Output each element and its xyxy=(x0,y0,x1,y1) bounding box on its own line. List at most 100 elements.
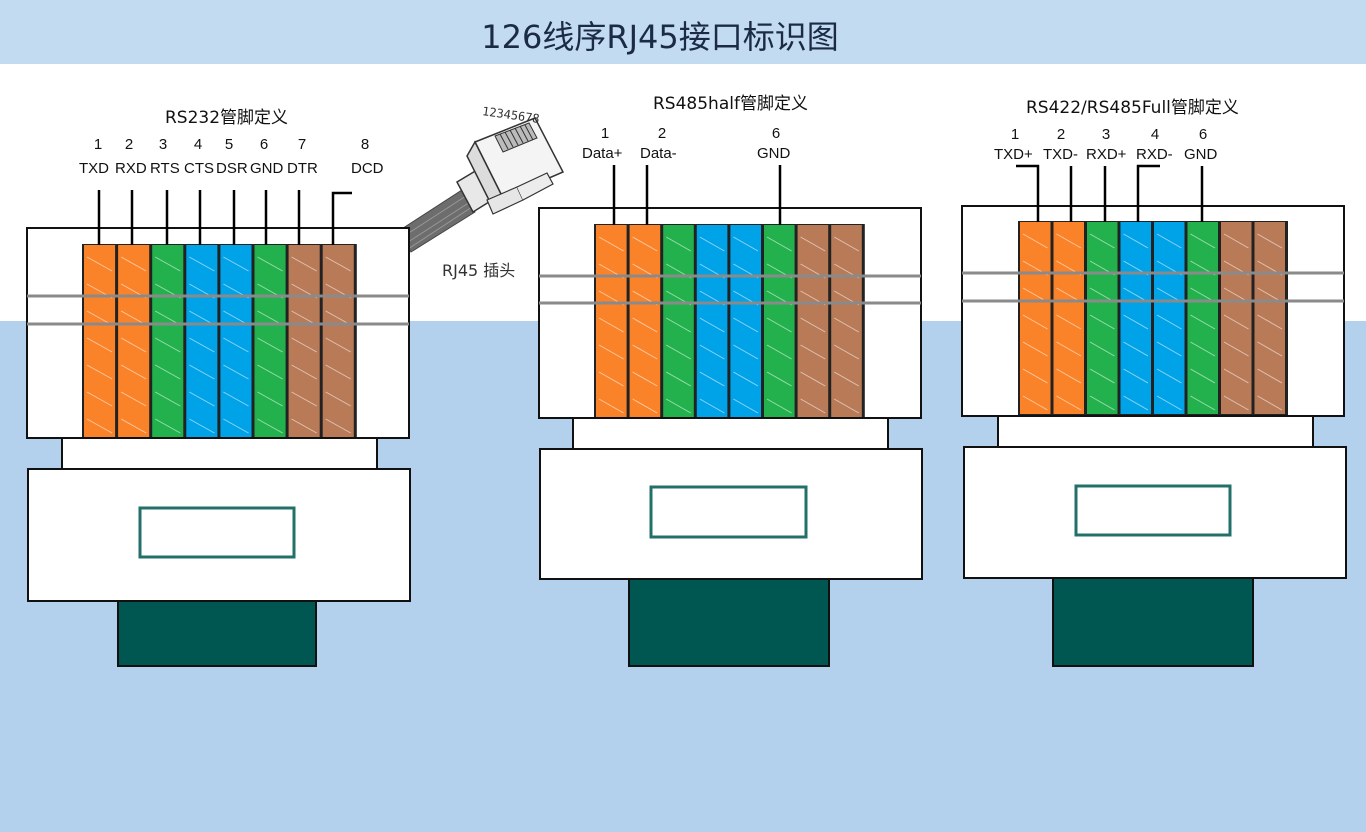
pin-number: 8 xyxy=(360,136,370,153)
page-title: 126线序RJ45接口标识图 xyxy=(481,18,839,56)
connector-neck xyxy=(572,417,889,450)
wire-stripe xyxy=(120,364,147,380)
pin-leader-line xyxy=(331,191,352,245)
wire-stripe xyxy=(1056,368,1082,384)
wire-stripe xyxy=(325,256,352,272)
connector-neck xyxy=(61,437,378,470)
wire-stripe xyxy=(598,344,624,360)
pin-number: 5 xyxy=(224,136,234,153)
wire-stripe xyxy=(1223,368,1249,384)
wire-stripe xyxy=(1156,395,1182,411)
wire-stripe xyxy=(598,371,624,387)
wire-stripe xyxy=(1190,233,1216,249)
rs232-label: RS232管脚定义 xyxy=(165,108,289,128)
wire-stripe xyxy=(632,317,658,333)
wire-stripe xyxy=(1156,233,1182,249)
wire-stripe xyxy=(699,371,725,387)
connector-neck xyxy=(997,415,1314,448)
wire-stripe xyxy=(189,337,215,353)
wire-stripe xyxy=(154,337,181,353)
wire-stripe xyxy=(1089,233,1115,249)
wire-stripe xyxy=(1123,341,1149,357)
wire-stripe xyxy=(1223,314,1249,330)
wire-stripe xyxy=(800,371,826,387)
wire-stripe xyxy=(733,317,759,333)
wire-brown xyxy=(322,245,354,437)
wire-blue xyxy=(696,225,728,417)
wire-stripe xyxy=(1056,395,1082,411)
wire-stripe xyxy=(766,371,792,387)
wire-stripe xyxy=(154,418,181,434)
wire-stripe xyxy=(1257,368,1283,384)
latch-window xyxy=(138,506,296,559)
wire-blue xyxy=(730,225,761,417)
wire-stripe xyxy=(189,364,215,380)
wire-stripe xyxy=(766,344,792,360)
pin-number: 1 xyxy=(1010,126,1020,143)
wire-stripe xyxy=(223,418,249,434)
wire-stripe xyxy=(1022,314,1048,330)
wire-stripe xyxy=(1022,341,1048,357)
pin-signal: CTS xyxy=(184,160,214,177)
title-bar xyxy=(0,0,1366,64)
wire-orange xyxy=(1020,222,1051,414)
wire-stripe xyxy=(1123,368,1149,384)
wire-orange xyxy=(118,245,150,437)
wire-stripe xyxy=(291,364,317,380)
wire-stripe xyxy=(223,337,249,353)
wire-stripe xyxy=(733,344,759,360)
pin-signal: DTR xyxy=(287,160,318,177)
wire-stripe xyxy=(766,236,792,252)
pin-signal: Data+ xyxy=(582,145,623,162)
wire-stripe xyxy=(1089,341,1115,357)
pin-number: 7 xyxy=(297,136,307,153)
wire-stripe xyxy=(1156,314,1182,330)
wire-stripe xyxy=(120,256,147,272)
wire-stripe xyxy=(223,391,249,407)
wire-blue xyxy=(1120,222,1151,414)
wire-stripe xyxy=(120,337,147,353)
wire-green xyxy=(1187,222,1218,414)
wire-green xyxy=(254,245,286,437)
pin-number: 2 xyxy=(657,125,667,142)
pin-leader-line xyxy=(1136,164,1160,222)
wire-stripe xyxy=(1190,341,1216,357)
wire-stripe xyxy=(325,391,352,407)
pin-signal: RTS xyxy=(150,160,180,177)
wire-stripe xyxy=(632,398,658,414)
wire-stripe xyxy=(665,236,692,252)
rj45-plug-drawing xyxy=(396,117,565,253)
wire-brown xyxy=(1221,222,1252,414)
wire-stripe xyxy=(257,391,283,407)
cable-stem xyxy=(1052,577,1254,667)
pin-signal: RXD- xyxy=(1136,146,1173,163)
wire-stripe xyxy=(154,364,181,380)
wire-stripe xyxy=(766,317,792,333)
wire-stripe xyxy=(1056,314,1082,330)
wire-orange xyxy=(596,225,627,417)
pin-number: 6 xyxy=(259,136,269,153)
wire-stripe xyxy=(665,371,692,387)
wire-stripe xyxy=(1123,233,1149,249)
wire-stripe xyxy=(1123,314,1149,330)
wire-stripe xyxy=(800,317,826,333)
pin-signal: TXD xyxy=(79,160,109,177)
wire-stripe xyxy=(325,337,352,353)
wire-green xyxy=(764,225,795,417)
wire-stripe xyxy=(800,344,826,360)
wire-stripe xyxy=(291,418,317,434)
wire-stripe xyxy=(189,418,215,434)
wire-brown xyxy=(797,225,829,417)
wire-stripe xyxy=(766,398,792,414)
wire-stripe xyxy=(1022,368,1048,384)
wire-stripe xyxy=(598,236,624,252)
pin-number: 3 xyxy=(158,136,168,153)
wire-stripe xyxy=(1022,395,1048,411)
pin-signal: RXD xyxy=(115,160,147,177)
wire-stripe xyxy=(1190,395,1216,411)
wire-stripe xyxy=(699,317,725,333)
wire-stripe xyxy=(598,317,624,333)
wire-stripe xyxy=(1089,395,1115,411)
wire-brown xyxy=(1254,222,1285,414)
wire-stripe xyxy=(800,236,826,252)
